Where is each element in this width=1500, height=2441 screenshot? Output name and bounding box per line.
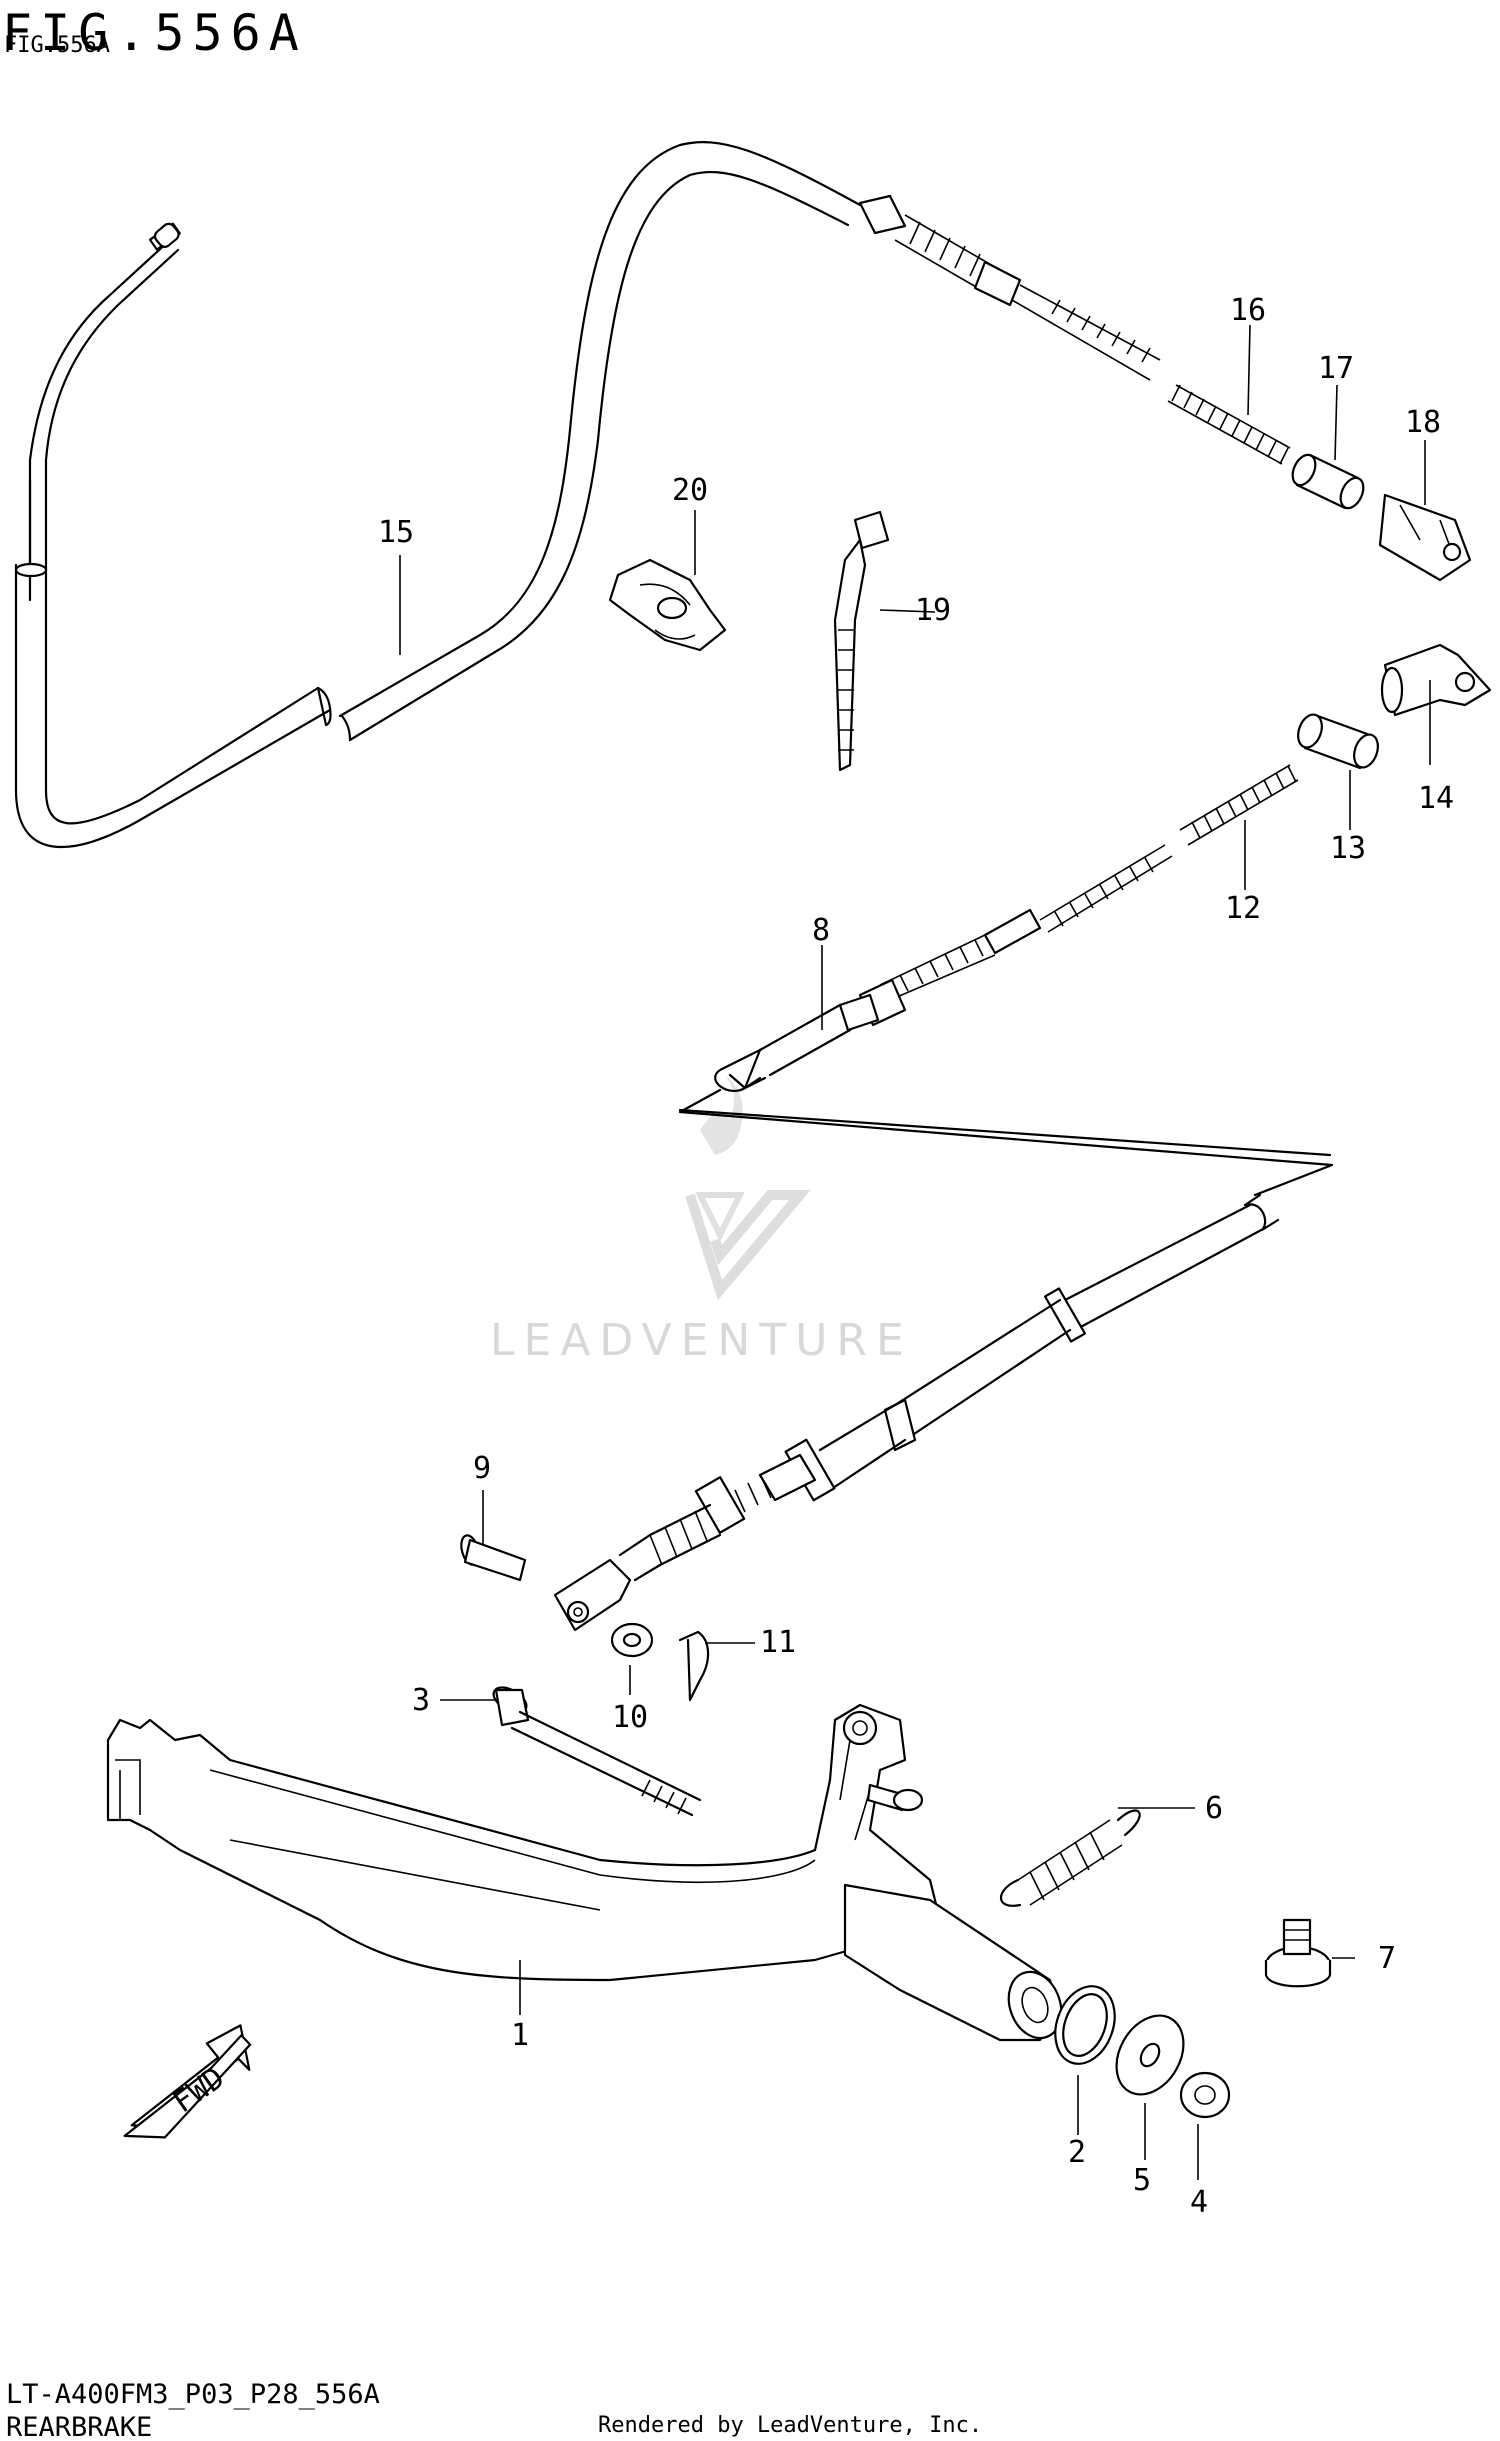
rear-brake-cable-upper	[14, 141, 862, 848]
callout-20: 20	[672, 473, 708, 508]
spring-12	[1179, 764, 1299, 846]
callout-numbers: 1 2 3 4 5 6 7 8 9 10 11 12 13 14 15 16 1…	[378, 293, 1454, 2220]
callout-2: 2	[1068, 2135, 1086, 2170]
washer-5	[1115, 2014, 1185, 2096]
collar-17	[1291, 453, 1365, 510]
callout-7: 7	[1378, 1941, 1396, 1976]
joint-18	[1378, 493, 1472, 582]
callout-10: 10	[612, 1700, 648, 1735]
callout-1: 1	[511, 2018, 529, 2053]
collar-13	[1297, 713, 1379, 770]
fwd-direction-arrow: FWD	[123, 2024, 252, 2139]
cotter-pin-11	[678, 1630, 710, 1702]
figure-title: FIG.556A	[2, 4, 307, 62]
bolt-3	[492, 1686, 702, 1817]
leadventure-watermark: LEADVENTURE	[490, 1075, 913, 1366]
o-ring-2	[1054, 1985, 1116, 2065]
callout-16: 16	[1230, 293, 1266, 328]
rear-brake-cable-lower	[553, 844, 1334, 1632]
callout-18: 18	[1405, 405, 1441, 440]
cable-tie-19	[833, 510, 890, 772]
callout-17: 17	[1318, 351, 1354, 386]
callout-9: 9	[473, 1451, 491, 1486]
joint-14	[1380, 643, 1492, 717]
nut-4	[1179, 2071, 1231, 2119]
nut-7	[1264, 1918, 1332, 1988]
callout-14: 14	[1418, 781, 1454, 816]
pin-9	[460, 1534, 527, 1582]
watermark-text: LEADVENTURE	[490, 1315, 913, 1366]
callout-8: 8	[812, 913, 830, 948]
section-name: REARBRAKE	[6, 2412, 152, 2441]
callout-19: 19	[915, 593, 951, 628]
model-code: LT-A400FM3_P03_P28_556A	[6, 2379, 380, 2410]
callout-4: 4	[1190, 2185, 1208, 2220]
callout-13: 13	[1330, 831, 1366, 866]
callout-3: 3	[412, 1683, 430, 1718]
cable-15-adjuster-end	[858, 194, 1161, 381]
clamp-20	[608, 558, 727, 652]
callout-5: 5	[1133, 2163, 1151, 2198]
render-credit: Rendered by LeadVenture, Inc.	[598, 2413, 982, 2438]
washer-10	[610, 1622, 654, 1658]
callout-12: 12	[1225, 891, 1261, 926]
leader-lines	[399, 324, 1431, 2180]
figure-title-overlay: FIG.556A	[4, 33, 110, 58]
spring-16	[1167, 384, 1291, 465]
callout-11: 11	[760, 1625, 796, 1660]
callout-6: 6	[1205, 1791, 1223, 1826]
callout-15: 15	[378, 515, 414, 550]
spring-6	[1000, 1809, 1141, 1907]
brake-pedal-1	[106, 1703, 1063, 2042]
